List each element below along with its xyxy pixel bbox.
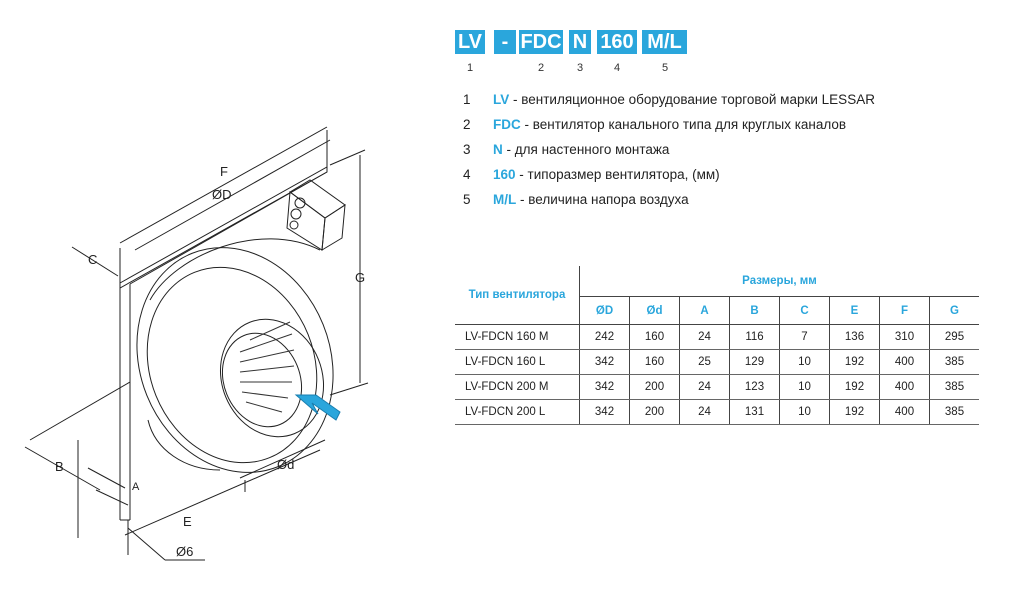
legend-text: - вентилятор канального типа для круглых… <box>520 117 847 132</box>
code-part-lv: LV <box>455 30 485 54</box>
table-cell: 385 <box>929 399 979 425</box>
legend-num: 2 <box>463 117 471 132</box>
table-cell: 24 <box>679 324 730 350</box>
table-row: LV-FDCN 160 L 342 160 25 129 10 192 400 … <box>455 349 979 375</box>
table-cell: 160 <box>629 324 680 350</box>
column-header: A <box>679 296 730 325</box>
table-cell: 400 <box>879 374 930 400</box>
table-cell: 192 <box>829 374 880 400</box>
legend-code: FDC <box>493 117 521 132</box>
code-index-1: 1 <box>466 62 474 74</box>
table-cell: 123 <box>729 374 780 400</box>
legend-code: 160 <box>493 167 516 182</box>
table-row: LV-FDCN 160 M 242 160 24 116 7 136 310 2… <box>455 324 979 350</box>
table-header-type: Тип вентилятора <box>468 289 566 301</box>
table-cell: 24 <box>679 374 730 400</box>
dim-label-od-inner: Ød <box>277 457 294 472</box>
legend-text: - типоразмер вентилятора, (мм) <box>515 167 720 182</box>
table-cell: 342 <box>579 374 630 400</box>
dimensions-table: Тип вентилятора Размеры, мм ØD Ød A B C … <box>455 266 979 425</box>
dim-label-od-outer: ØD <box>212 187 232 202</box>
legend-text: - величина напора воздуха <box>516 192 689 207</box>
column-header: ØD <box>579 296 630 325</box>
dim-label-a: A <box>132 481 140 493</box>
column-header: E <box>829 296 880 325</box>
table-cell: 192 <box>829 399 880 425</box>
column-header: F <box>879 296 930 325</box>
table-cell: 385 <box>929 374 979 400</box>
airflow-arrow <box>294 394 341 421</box>
legend-item: 2 FDC - вентилятор канального типа для кр… <box>463 116 875 141</box>
dim-label-g: G <box>355 270 365 285</box>
fan-housing-outer <box>136 247 334 473</box>
legend-item: 1 LV - вентиляционное оборудование торгов… <box>463 91 875 116</box>
legend-code: M/L <box>493 192 517 207</box>
column-header: G <box>929 296 979 325</box>
duct-spigot <box>219 318 325 438</box>
table-cell: 400 <box>879 349 930 375</box>
table-cell: 192 <box>829 349 880 375</box>
legend-num: 1 <box>463 92 471 107</box>
table-cell: 10 <box>779 374 830 400</box>
legend-code: N <box>493 142 503 157</box>
table-cell: 24 <box>679 399 730 425</box>
legend-code: LV <box>493 92 510 107</box>
legend-item: 4 160 - типоразмер вентилятора, (мм) <box>463 166 875 191</box>
terminal-box <box>286 179 346 251</box>
legend-num: 4 <box>463 167 471 182</box>
code-part-fdc: FDC <box>519 30 563 54</box>
table-cell: 25 <box>679 349 730 375</box>
code-index-2: 2 <box>537 62 545 74</box>
column-header: C <box>779 296 830 325</box>
code-part-160: 160 <box>597 30 637 54</box>
table-cell: 116 <box>729 324 780 350</box>
code-part-ml: M/L <box>642 30 687 54</box>
row-type: LV-FDCN 200 M <box>455 374 580 400</box>
dim-label-o6: Ø6 <box>176 544 193 559</box>
table-cell: 200 <box>629 374 680 400</box>
table-cell: 200 <box>629 399 680 425</box>
table-row: LV-FDCN 200 L 342 200 24 131 10 192 400 … <box>455 399 979 425</box>
column-header: Ød <box>629 296 680 325</box>
code-part-n: N <box>569 30 591 54</box>
table-cell: 242 <box>579 324 630 350</box>
table-cell: 10 <box>779 399 830 425</box>
legend-item: 3 N - для настенного монтажа <box>463 141 875 166</box>
table-cell: 342 <box>579 399 630 425</box>
table-cell: 310 <box>879 324 930 350</box>
dim-label-c: C <box>88 252 97 267</box>
code-part-dash: - <box>494 30 516 54</box>
row-type: LV-FDCN 160 L <box>455 349 580 375</box>
legend-num: 3 <box>463 142 471 157</box>
table-cell: 7 <box>779 324 830 350</box>
impeller <box>239 321 295 413</box>
table-cell: 131 <box>729 399 780 425</box>
code-index-4: 4 <box>613 62 621 74</box>
dim-label-e: E <box>183 514 192 529</box>
table-cell: 295 <box>929 324 979 350</box>
table-cell: 136 <box>829 324 880 350</box>
table-cell: 10 <box>779 349 830 375</box>
column-header: B <box>729 296 780 325</box>
legend-text: - вентиляционное оборудование торговой м… <box>509 92 875 107</box>
fan-technical-drawing: F ØD C G B A Ød E Ø6 <box>24 126 369 561</box>
code-legend: 1 LV - вентиляционное оборудование торгов… <box>463 91 875 216</box>
row-type: LV-FDCN 200 L <box>455 399 580 425</box>
table-cell: 342 <box>579 349 630 375</box>
legend-num: 5 <box>463 192 471 207</box>
dim-label-b: B <box>55 459 64 474</box>
table-row: LV-FDCN 200 M 342 200 24 123 10 192 400 … <box>455 374 979 400</box>
code-index-5: 5 <box>661 62 669 74</box>
legend-text: - для настенного монтажа <box>502 142 670 157</box>
dim-label-f: F <box>220 164 228 179</box>
table-cell: 160 <box>629 349 680 375</box>
table-header-dimensions: Размеры, мм <box>579 266 979 297</box>
legend-item: 5 M/L - величина напора воздуха <box>463 191 875 216</box>
row-type: LV-FDCN 160 M <box>455 324 580 350</box>
table-cell: 400 <box>879 399 930 425</box>
table-cell: 385 <box>929 349 979 375</box>
table-cell: 129 <box>729 349 780 375</box>
code-index-3: 3 <box>576 62 584 74</box>
